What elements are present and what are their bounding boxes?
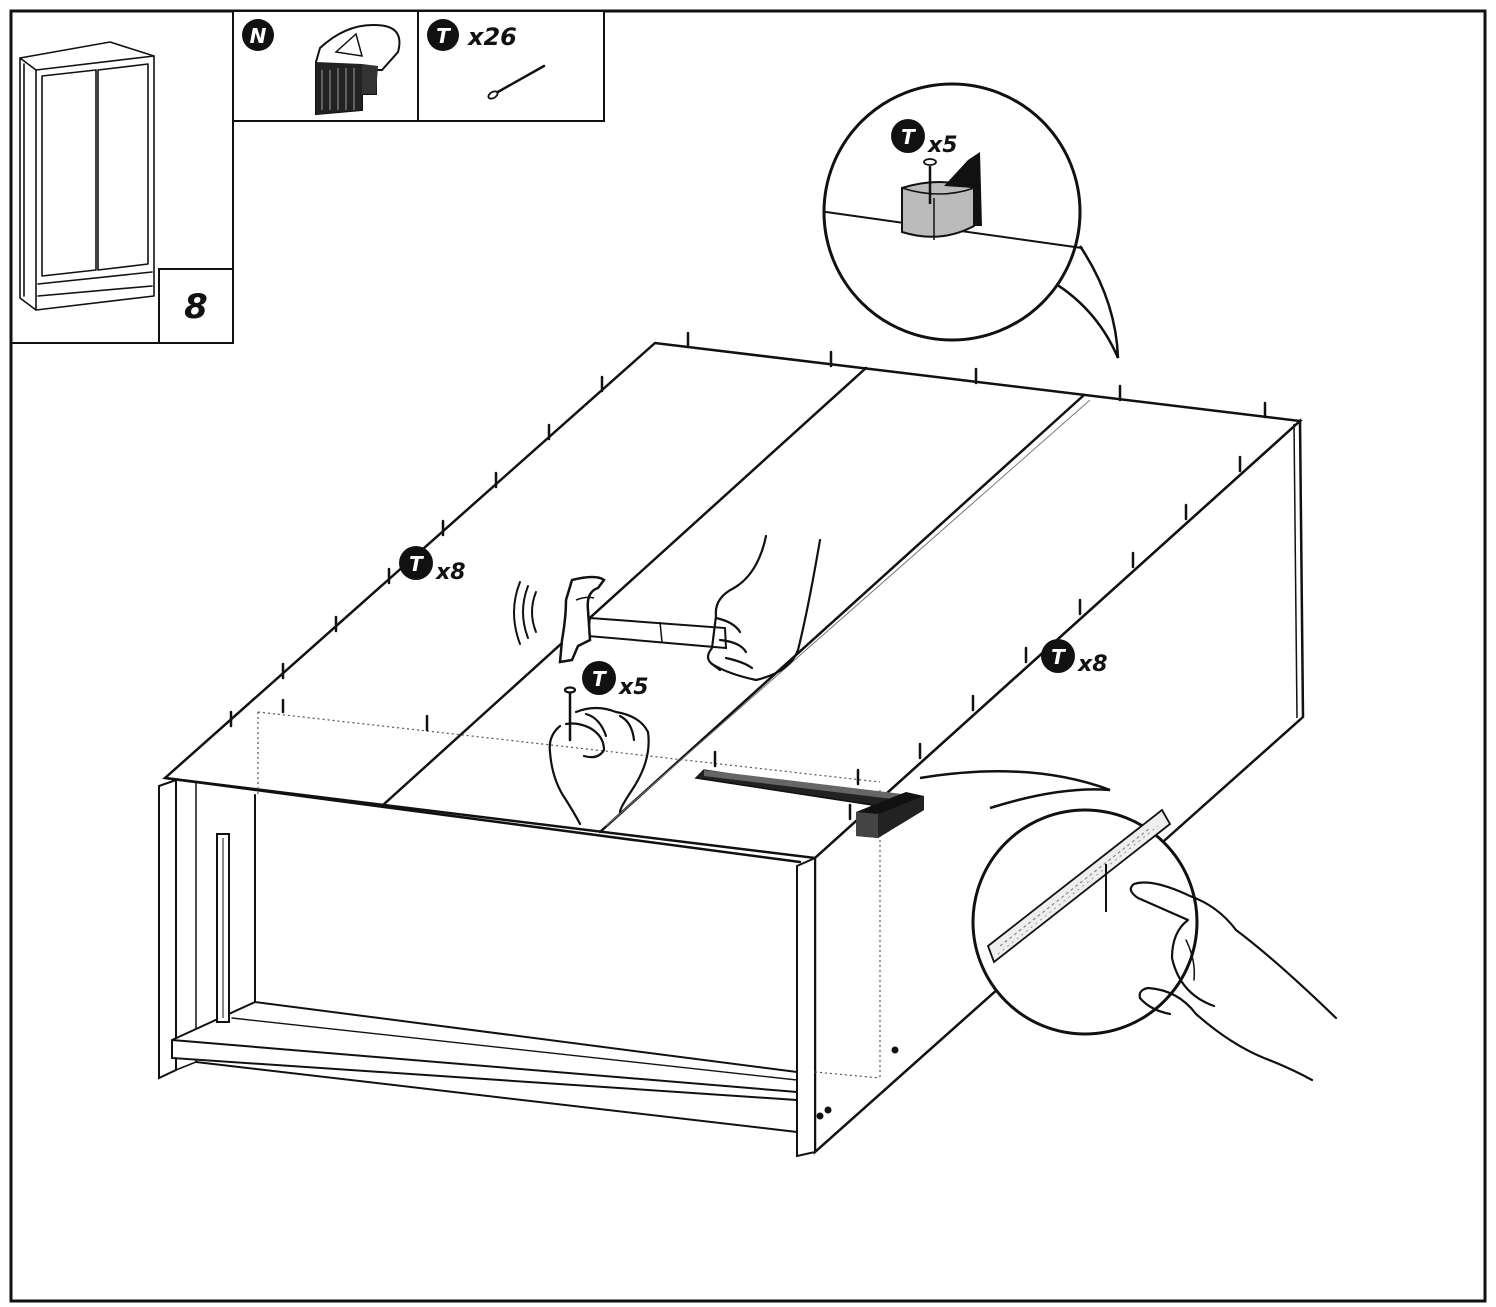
callout-middle-quantity: x5 xyxy=(618,675,649,700)
callout-right-edge: T x8 xyxy=(1041,639,1108,677)
callout-top-letter: T xyxy=(901,125,916,149)
nail-icon xyxy=(487,64,546,100)
callout-middle-letter: T xyxy=(592,667,607,691)
callout-left-edge: T x8 xyxy=(399,546,466,585)
zoom-detail-bottom xyxy=(919,770,1338,1082)
part-letter-t: T xyxy=(436,24,451,48)
wardrobe-thumbnail-icon xyxy=(19,41,155,311)
callout-right-letter: T xyxy=(1051,645,1066,669)
parts-list: N T x26 xyxy=(232,10,605,122)
hammer-icon xyxy=(513,575,728,664)
callout-middle: T x5 xyxy=(582,661,649,700)
step-number-box xyxy=(158,268,234,344)
zoom-detail-top: T x5 xyxy=(822,82,1120,359)
part-badge-n xyxy=(242,19,274,51)
hand-holding-nail-icon xyxy=(548,686,650,826)
try-square-icon xyxy=(694,769,924,838)
hand-icon xyxy=(706,534,822,682)
part-letter-n: N xyxy=(250,24,267,48)
callout-right-quantity: x8 xyxy=(1077,652,1108,677)
corner-bracket-icon xyxy=(315,24,401,116)
callout-left-quantity: x8 xyxy=(435,560,466,585)
step-number: 8 xyxy=(184,287,208,327)
nails xyxy=(229,331,1267,821)
part-badge-t xyxy=(427,19,459,51)
callout-top-quantity: x5 xyxy=(927,133,958,158)
callout-left-letter: T xyxy=(409,552,424,576)
panel-seam-1 xyxy=(381,366,868,807)
part-quantity-t: x26 xyxy=(467,23,517,51)
